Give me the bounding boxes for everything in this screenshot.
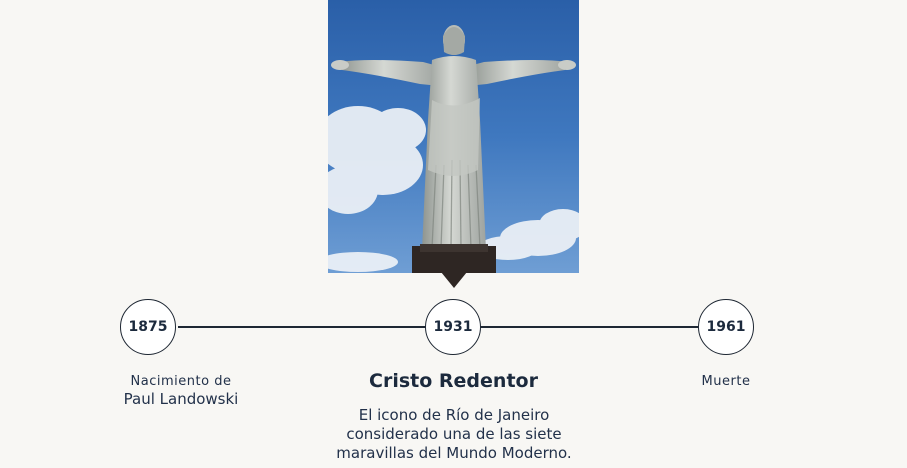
event-description: El icono de Río de Janeiro considerado u… [336, 406, 572, 462]
timeline-node-1961[interactable]: 1961 [698, 299, 754, 355]
caption-1875: Nacimiento de Paul Landowski [96, 374, 266, 408]
timeline-node-1931[interactable]: 1931 [425, 299, 481, 355]
image-pointer [441, 272, 467, 288]
caption-1875-line2: Paul Landowski [123, 390, 239, 408]
timeline-node-1875[interactable]: 1875 [120, 299, 176, 355]
christ-the-redeemer-image [328, 0, 579, 273]
caption-1961: Muerte [701, 374, 751, 389]
event-title: Cristo Redentor [369, 370, 538, 392]
statue-photo [328, 0, 579, 273]
caption-1875-line1: Nacimiento de [130, 374, 232, 389]
